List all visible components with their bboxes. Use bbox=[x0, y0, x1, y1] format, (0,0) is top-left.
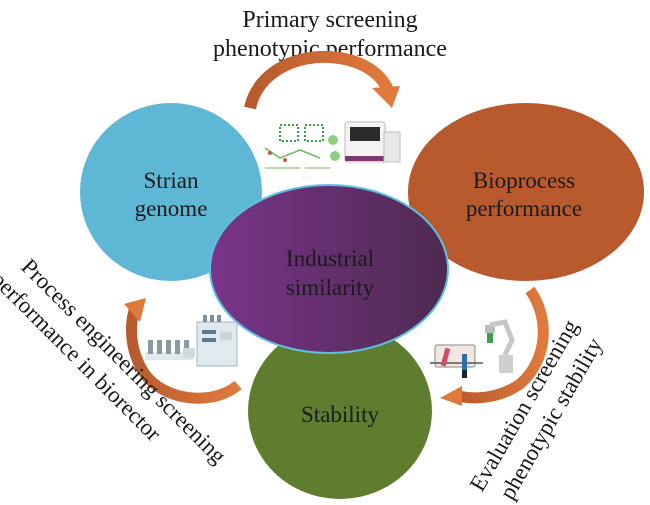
microplate-icon bbox=[430, 344, 483, 378]
node-bioprocess-line2: performance bbox=[466, 196, 582, 221]
caption-top-line1: Primary screening bbox=[242, 7, 417, 33]
node-stability-label: Stability bbox=[301, 402, 379, 427]
sequencer-instrument-icon bbox=[344, 121, 401, 163]
node-industrial-similarity: Industrial similarity bbox=[209, 184, 449, 354]
robot-arm-icon bbox=[485, 319, 515, 373]
node-stability: Stability bbox=[248, 323, 432, 499]
node-strain-line2: genome bbox=[135, 196, 208, 221]
node-bioprocess-performance: Bioprocess performance bbox=[408, 103, 644, 281]
bioreactor-array-icon bbox=[145, 315, 238, 367]
node-strain-genome: Strian genome bbox=[80, 103, 262, 281]
node-strain-line1: Strian bbox=[144, 168, 199, 193]
right-curved-arrow bbox=[440, 286, 549, 406]
node-industrial-line2: similarity bbox=[286, 275, 375, 300]
node-industrial-line1: Industrial bbox=[286, 246, 374, 271]
top-curved-arrow bbox=[244, 50, 400, 110]
left-curved-arrow bbox=[124, 298, 242, 404]
node-bioprocess-line1: Bioprocess bbox=[473, 168, 575, 193]
genome-schematic-icon bbox=[264, 124, 340, 169]
caption-left: Process engineering screening performanc… bbox=[0, 254, 231, 469]
